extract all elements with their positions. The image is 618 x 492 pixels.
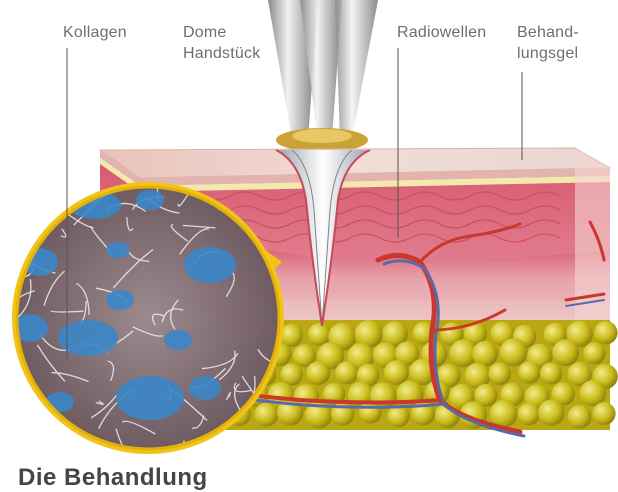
- label-gel-line2: lungsgel: [517, 43, 579, 64]
- fat-cell: [308, 323, 331, 346]
- fat-cell: [583, 342, 605, 364]
- fat-cell: [254, 403, 278, 427]
- fat-cell: [568, 405, 592, 429]
- fat-cell: [540, 362, 562, 384]
- label-dome-line1: Dome: [183, 22, 260, 43]
- section-title: Die Behandlung: [18, 464, 208, 492]
- fat-cell: [384, 360, 409, 385]
- fat-cell: [472, 341, 498, 367]
- collagen-fiber: [34, 220, 46, 233]
- label-dome-handstueck: Dome Handstück: [183, 22, 260, 64]
- collagen-fiber: [0, 190, 21, 199]
- collagen-cluster: [136, 190, 164, 210]
- fat-cell: [538, 400, 564, 426]
- collagen-cluster: [189, 376, 221, 400]
- skin-diagram: [0, 0, 618, 481]
- fat-cell: [552, 339, 579, 366]
- collagen-cluster: [106, 290, 134, 310]
- label-gel-line1: Behand-: [517, 22, 579, 43]
- collagen-fiber: [59, 436, 80, 454]
- label-kollagen-text: Kollagen: [63, 22, 127, 43]
- label-radiowellen: Radiowellen: [397, 22, 486, 43]
- label-behandlungsgel: Behand- lungsgel: [517, 22, 579, 64]
- fat-cell: [488, 363, 510, 385]
- dome-handpiece-icon: [268, 0, 378, 152]
- fat-cell: [593, 402, 616, 425]
- collagen-cluster: [116, 376, 184, 420]
- fat-cell: [306, 361, 330, 385]
- label-dome-line2: Handstück: [183, 43, 260, 64]
- fat-cell: [594, 321, 617, 344]
- collagen-cluster: [106, 242, 130, 258]
- label-radiowellen-text: Radiowellen: [397, 22, 486, 43]
- collagen-cluster: [184, 247, 236, 283]
- collagen-fiber: [3, 229, 35, 236]
- fat-cell: [335, 361, 358, 384]
- fat-cell: [518, 403, 541, 426]
- fat-cell: [518, 361, 540, 383]
- label-kollagen: Kollagen: [63, 22, 127, 43]
- fat-cell: [281, 363, 303, 385]
- fat-cell: [500, 338, 528, 366]
- collagen-cluster: [164, 330, 192, 350]
